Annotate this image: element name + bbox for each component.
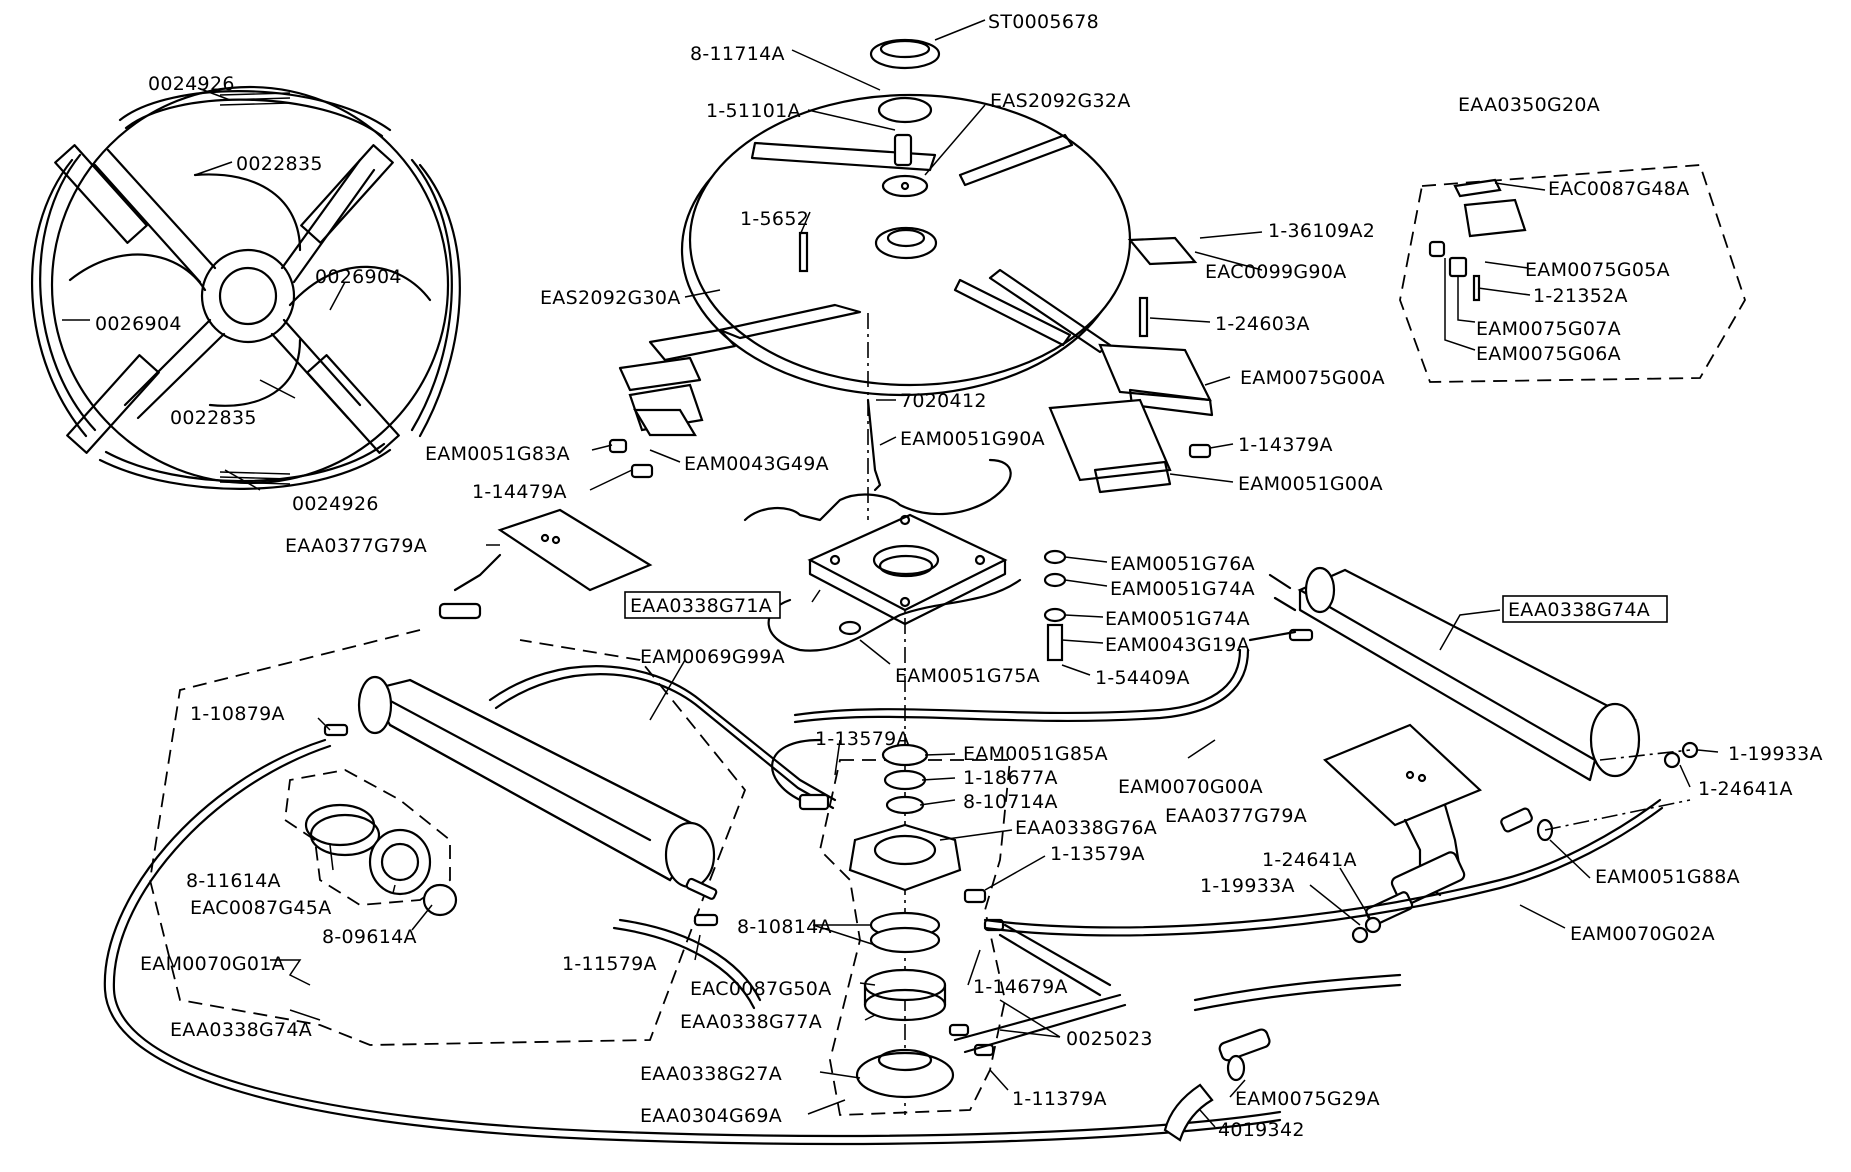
callout-0022835-top: 0022835 — [236, 153, 323, 175]
boxed-label-frame-eaa0338g71a — [624, 591, 781, 619]
callout-eaa0338g74a-left: EAA0338G74A — [170, 1019, 312, 1041]
callout-eam0075g29a: EAM0075G29A — [1235, 1088, 1380, 1110]
callout-1-11379a: 1-11379A — [1012, 1088, 1107, 1110]
callout-1-24641a-left: 1-24641A — [1262, 849, 1357, 871]
callout-1-5652: 1-5652 — [740, 208, 809, 230]
callout-1-10879a: 1-10879A — [190, 703, 285, 725]
callout-1-18677a: 1-18677A — [963, 767, 1058, 789]
callout-eaa0338g77a: EAA0338G77A — [680, 1011, 822, 1033]
left-cylinder-view — [103, 508, 1282, 1146]
callout-eam0051g74a-1: EAM0051G74A — [1110, 578, 1255, 600]
callout-eaa0377g79a-right: EAA0377G79A — [1165, 805, 1307, 827]
callout-eam0075g07a: EAM0075G07A — [1476, 318, 1621, 340]
callout-eam0051g76a: EAM0051G76A — [1110, 553, 1255, 575]
callout-eaa0338g74a-right: EAA0338G74A — [1508, 599, 1650, 621]
callout-1-24603a: 1-24603A — [1215, 313, 1310, 335]
callout-1-14379a: 1-14379A — [1238, 434, 1333, 456]
callout-labels: ST0005678 8-11714A 1-51101A EAS2092G32A … — [95, 11, 1823, 1141]
callout-1-19933a-left: 1-19933A — [1200, 875, 1295, 897]
callout-eas2092g30a: EAS2092G30A — [540, 287, 681, 309]
callout-8-11614a: 8-11614A — [186, 870, 281, 892]
callout-1-13579a-mid: 1-13579A — [1050, 843, 1145, 865]
leader-lines — [62, 19, 1719, 1128]
callout-eam0075g00a: EAM0075G00A — [1240, 367, 1385, 389]
callout-eam0051g83a: EAM0051G83A — [425, 443, 570, 465]
callout-1-14679a: 1-14679A — [973, 976, 1068, 998]
platter-view — [608, 38, 1214, 1115]
rotor-assembly-view — [30, 85, 461, 490]
callout-eam0051g74a-2: EAM0051G74A — [1105, 608, 1250, 630]
boxed-label-frame-eaa0338g74a — [1502, 595, 1668, 623]
callout-1-36109a2: 1-36109A2 — [1268, 220, 1375, 242]
callout-eas2092g32a: EAS2092G32A — [990, 90, 1131, 112]
callout-0024926-top: 0024926 — [148, 73, 235, 95]
callout-st0005678: ST0005678 — [988, 11, 1099, 33]
callout-eam0043g49a: EAM0043G49A — [684, 453, 829, 475]
callout-eam0069g99a: EAM0069G99A — [640, 646, 785, 668]
callout-eac0087g50a: EAC0087G50A — [690, 978, 832, 1000]
callout-0026904-right: 0026904 — [315, 266, 402, 288]
callout-1-21352a: 1-21352A — [1533, 285, 1628, 307]
callout-7020412: 7020412 — [900, 390, 987, 412]
callout-eaa0338g71a: EAA0338G71A — [630, 595, 772, 617]
callout-8-10814a: 8-10814A — [737, 916, 832, 938]
callout-eam0075g06a: EAM0075G06A — [1476, 343, 1621, 365]
callout-1-19933a-right: 1-19933A — [1728, 743, 1823, 765]
swivel-assembly-view — [771, 738, 1127, 1116]
callout-1-24641a-right: 1-24641A — [1698, 778, 1793, 800]
callout-eam0070g00a: EAM0070G00A — [1118, 776, 1263, 798]
callout-eam0070g02a: EAM0070G02A — [1570, 923, 1715, 945]
callout-eam0070g01a: EAM0070G01A — [140, 953, 285, 975]
hose-end-view — [1163, 973, 1402, 1142]
callout-eaa0338g27a: EAA0338G27A — [640, 1063, 782, 1085]
callout-eac0087g45a: EAC0087G45A — [190, 897, 332, 919]
manifold-plate-view — [743, 458, 1067, 662]
callout-8-09614a: 8-09614A — [322, 926, 417, 948]
callout-eac0087g48a: EAC0087G48A — [1548, 178, 1690, 200]
latch-kit-view — [1399, 164, 1746, 383]
callout-eam0051g75a: EAM0051G75A — [895, 665, 1040, 687]
callout-1-54409a: 1-54409A — [1095, 667, 1190, 689]
callout-eam0043g19a: EAM0043G19A — [1105, 634, 1250, 656]
callout-0024926-bottom: 0024926 — [292, 493, 379, 515]
callout-eam0051g00a: EAM0051G00A — [1238, 473, 1383, 495]
callout-eaa0350g20a: EAA0350G20A — [1458, 94, 1600, 116]
callout-eam0075g05a: EAM0075G05A — [1525, 259, 1670, 281]
callout-0026904-left: 0026904 — [95, 313, 182, 335]
callout-1-51101a: 1-51101A — [706, 100, 801, 122]
callout-eac0099g90a: EAC0099G90A — [1205, 261, 1347, 283]
callout-0025023: 0025023 — [1066, 1028, 1153, 1050]
callout-eam0051g85a: EAM0051G85A — [963, 743, 1108, 765]
callout-8-11714a: 8-11714A — [690, 43, 785, 65]
callout-8-10714a: 8-10714A — [963, 791, 1058, 813]
callout-4019342: 4019342 — [1218, 1119, 1305, 1141]
callout-1-14479a: 1-14479A — [472, 481, 567, 503]
callout-eaa0338g76a: EAA0338G76A — [1015, 817, 1157, 839]
callout-0022835-bottom: 0022835 — [170, 407, 257, 429]
callout-eaa0304g69a: EAA0304G69A — [640, 1105, 782, 1127]
callout-eam0051g90a: EAM0051G90A — [900, 428, 1045, 450]
callout-1-11579a: 1-11579A — [562, 953, 657, 975]
callout-eaa0377g79a-left: EAA0377G79A — [285, 535, 427, 557]
callout-eam0051g88a: EAM0051G88A — [1595, 866, 1740, 888]
right-cylinder-view — [793, 566, 1699, 944]
callout-1-13579a-top: 1-13579A — [815, 728, 910, 750]
